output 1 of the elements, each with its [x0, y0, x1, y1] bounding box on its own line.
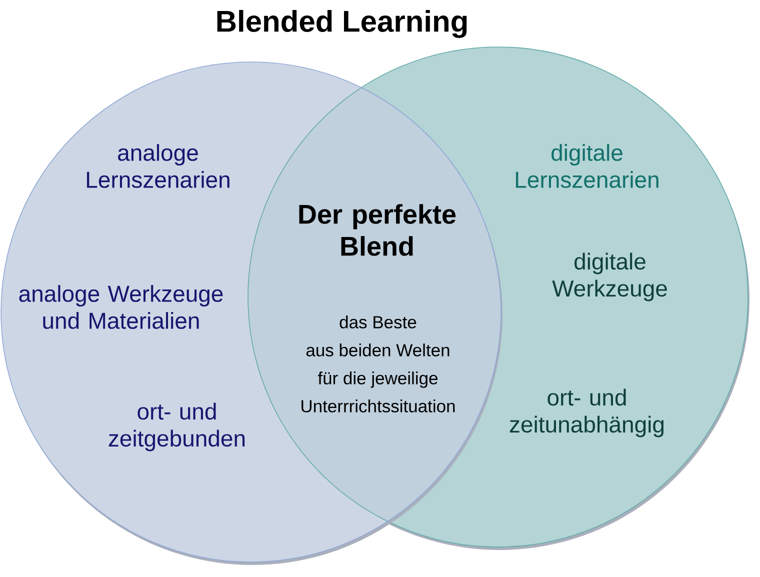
title: Blended Learning [217, 10, 467, 38]
